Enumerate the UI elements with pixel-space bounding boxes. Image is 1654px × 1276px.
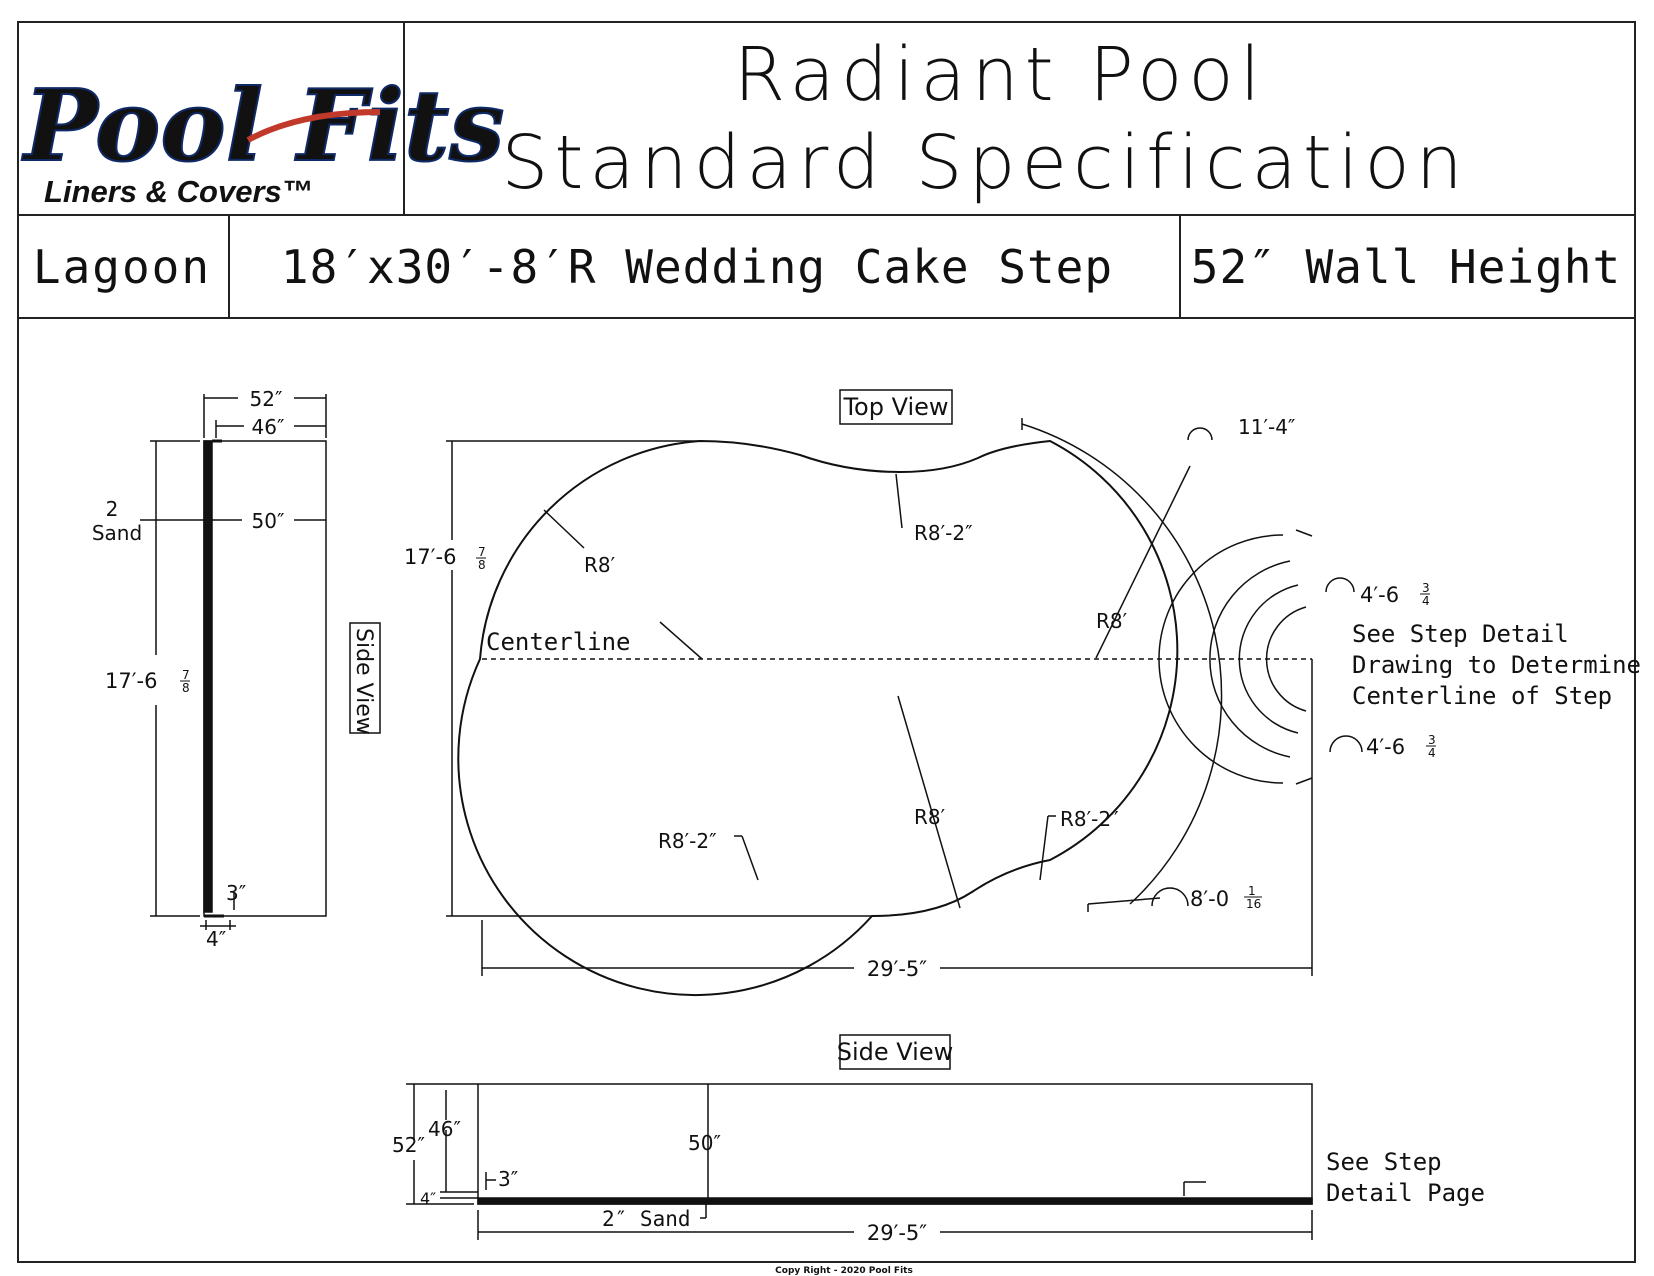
step-note-line-3: Centerline of Step: [1352, 682, 1612, 710]
pool-fits-logo: Pool Fits Liners & Covers™: [20, 68, 505, 209]
left-side-view-label-box: [349, 622, 381, 734]
model-name: Lagoon: [33, 240, 211, 294]
step-top-frac-num: 3: [1422, 581, 1430, 595]
bottom-dim-3: 3″: [498, 1167, 518, 1191]
pool-size: 18′x30′-8′R Wedding Cake Step: [281, 240, 1113, 294]
step-note-line-2: Drawing to Determine: [1352, 651, 1641, 679]
arc-bottom-frac-den: 16: [1246, 897, 1261, 911]
side-view-left-drawing: [140, 394, 327, 930]
top-view-drawing: [446, 418, 1363, 997]
top-width-frac-den: 8: [478, 558, 486, 572]
top-length-dim: 29′-5″: [867, 957, 927, 981]
left-side-view-label: Side View: [351, 628, 376, 735]
wall-height: 52″ Wall Height: [1191, 240, 1621, 294]
logo-tagline: Liners & Covers™: [44, 174, 313, 209]
logo-brand: Pool Fits: [21, 69, 504, 184]
bottom-sand-label: 2″ Sand: [602, 1207, 691, 1231]
bottom-dim-52: 52″: [392, 1133, 425, 1157]
bottom-note-line-1: See Step: [1326, 1148, 1442, 1176]
bottom-note-line-2: Detail Page: [1326, 1179, 1485, 1207]
bottom-length-dim: 29′-5″: [867, 1221, 927, 1245]
bottom-dim-50: 50″: [688, 1131, 721, 1155]
step-top-dim: 4′-6: [1360, 583, 1399, 607]
radius-left-label: R8′: [584, 553, 616, 577]
bottom-side-view-label: Side View: [837, 1038, 953, 1066]
radius-right-label: R8′: [1096, 609, 1128, 633]
step-top-frac-den: 4: [1422, 594, 1430, 608]
bottom-dim-4: 4″: [420, 1189, 436, 1208]
top-view-label: Top View: [842, 393, 948, 421]
arc-bottom-dim: 8′-0: [1190, 887, 1229, 911]
radius-bottom-right-label: R8′-2″: [1060, 807, 1119, 831]
radius-bottom-left-label: R8′-2″: [658, 829, 717, 853]
left-dim-length-frac-den: 8: [182, 681, 190, 695]
top-width-dim: 17′-6: [404, 545, 456, 569]
left-dim-length-frac-num: 7: [182, 668, 190, 682]
bottom-dim-46: 46″: [428, 1117, 461, 1141]
sheet-frame: [17, 21, 1636, 1263]
left-dim-4: 4″: [206, 927, 226, 951]
copyright-footer: Copy Right - 2020 Pool Fits: [775, 1266, 913, 1276]
left-dim-46: 46″: [252, 415, 285, 439]
left-sand-number: 2: [106, 497, 119, 521]
radius-top-label: R8′-2″: [914, 521, 973, 545]
arc-top-dim: 11′-4″: [1238, 415, 1295, 439]
step-bottom-dim: 4′-6: [1366, 735, 1405, 759]
left-sand-word: Sand: [92, 521, 142, 545]
top-width-frac-num: 7: [478, 545, 486, 559]
left-dim-50: 50″: [252, 509, 285, 533]
left-dim-52: 52″: [250, 387, 283, 411]
centerline-label: Centerline: [486, 628, 631, 656]
top-view-label-box: [839, 389, 953, 425]
radius-bottom-label: R8′: [914, 805, 946, 829]
step-bottom-frac-num: 3: [1428, 733, 1436, 747]
side-view-bottom-drawing: [406, 1083, 1313, 1240]
arc-bottom-frac-num: 1: [1248, 884, 1256, 898]
left-dim-3: 3″: [226, 881, 246, 905]
title-line-1: Radiant Pool: [734, 32, 1267, 118]
step-bottom-frac-den: 4: [1428, 746, 1436, 760]
title-line-2: Standard Specification: [501, 120, 1468, 206]
left-dim-length: 17′-6: [105, 669, 157, 693]
logo-swoosh: [246, 109, 381, 143]
bottom-side-view-label-box: [839, 1034, 951, 1070]
step-note-line-1: See Step Detail: [1352, 620, 1569, 648]
